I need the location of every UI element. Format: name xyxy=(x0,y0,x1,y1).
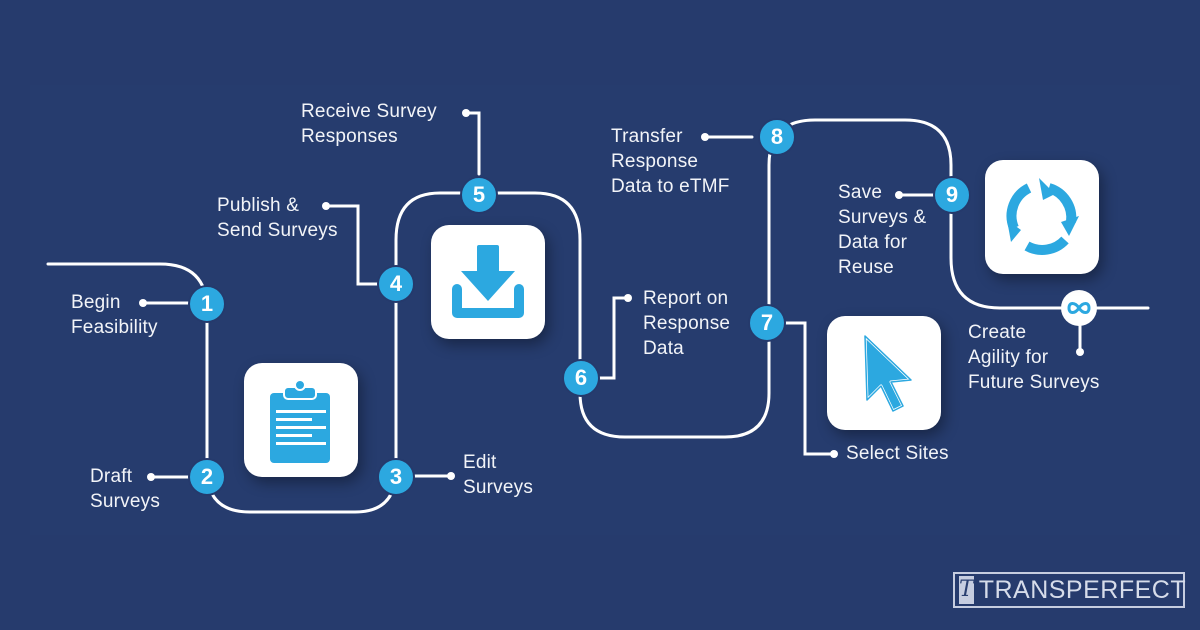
step-6-label: Report on Response Data xyxy=(643,288,731,359)
step-6-badge: 6 xyxy=(562,359,600,397)
main-flow-line xyxy=(46,118,1150,514)
step-8-badge: 8 xyxy=(758,118,796,156)
step-7-badge: 7 xyxy=(748,304,786,342)
connector-dot xyxy=(462,109,470,117)
step-9-label: Save Surveys & Data for Reuse xyxy=(838,182,927,278)
infinity-icon xyxy=(1067,302,1091,314)
connector-dot xyxy=(701,133,709,141)
step-2-label: Draft Surveys xyxy=(90,466,161,512)
connector-6 xyxy=(596,296,630,380)
step-3-label: Edit Surveys xyxy=(463,452,534,498)
cursor-card xyxy=(827,316,941,430)
step-2-badge: 2 xyxy=(188,458,226,496)
download-card xyxy=(431,225,545,339)
cycle-arrows-icon xyxy=(1006,178,1079,255)
connector-5 xyxy=(464,111,481,176)
connector-dot xyxy=(895,191,903,199)
step-9-badge: 9 xyxy=(933,176,971,214)
step-5-badge: 5 xyxy=(460,176,498,214)
step-5-label: Receive Survey Responses xyxy=(301,101,437,147)
connector-dot xyxy=(322,202,330,210)
connector-dot xyxy=(139,299,147,307)
clipboard-card xyxy=(244,363,358,477)
step-3-badge: 3 xyxy=(377,458,415,496)
download-icon xyxy=(452,245,524,318)
connector-dot xyxy=(147,473,155,481)
clipboard-icon xyxy=(270,379,330,463)
brand-name: TRANSPERFECT xyxy=(978,575,1187,604)
logo-mark-icon: T xyxy=(959,576,974,604)
step-4-label: Publish & Send Surveys xyxy=(217,195,338,241)
step-7-label: Select Sites xyxy=(846,443,949,464)
cursor-icon xyxy=(863,334,913,413)
step-1-badge: 1 xyxy=(188,285,226,323)
cycle-card xyxy=(985,160,1099,274)
infinity-badge xyxy=(1061,290,1097,326)
step-1-label: Begin Feasibility xyxy=(71,292,158,338)
brand-logo: T TRANSPERFECT xyxy=(953,572,1187,608)
connector-7 xyxy=(784,321,836,456)
connector-dot xyxy=(624,294,632,302)
connector-dot xyxy=(447,472,455,480)
final-step-label: Create Agility for Future Surveys xyxy=(968,322,1100,393)
connector-dot xyxy=(1076,348,1084,356)
connector-4 xyxy=(324,204,380,286)
step-8-label: Transfer Response Data to eTMF xyxy=(611,126,730,197)
step-4-badge: 4 xyxy=(377,265,415,303)
connector-dot xyxy=(830,450,838,458)
